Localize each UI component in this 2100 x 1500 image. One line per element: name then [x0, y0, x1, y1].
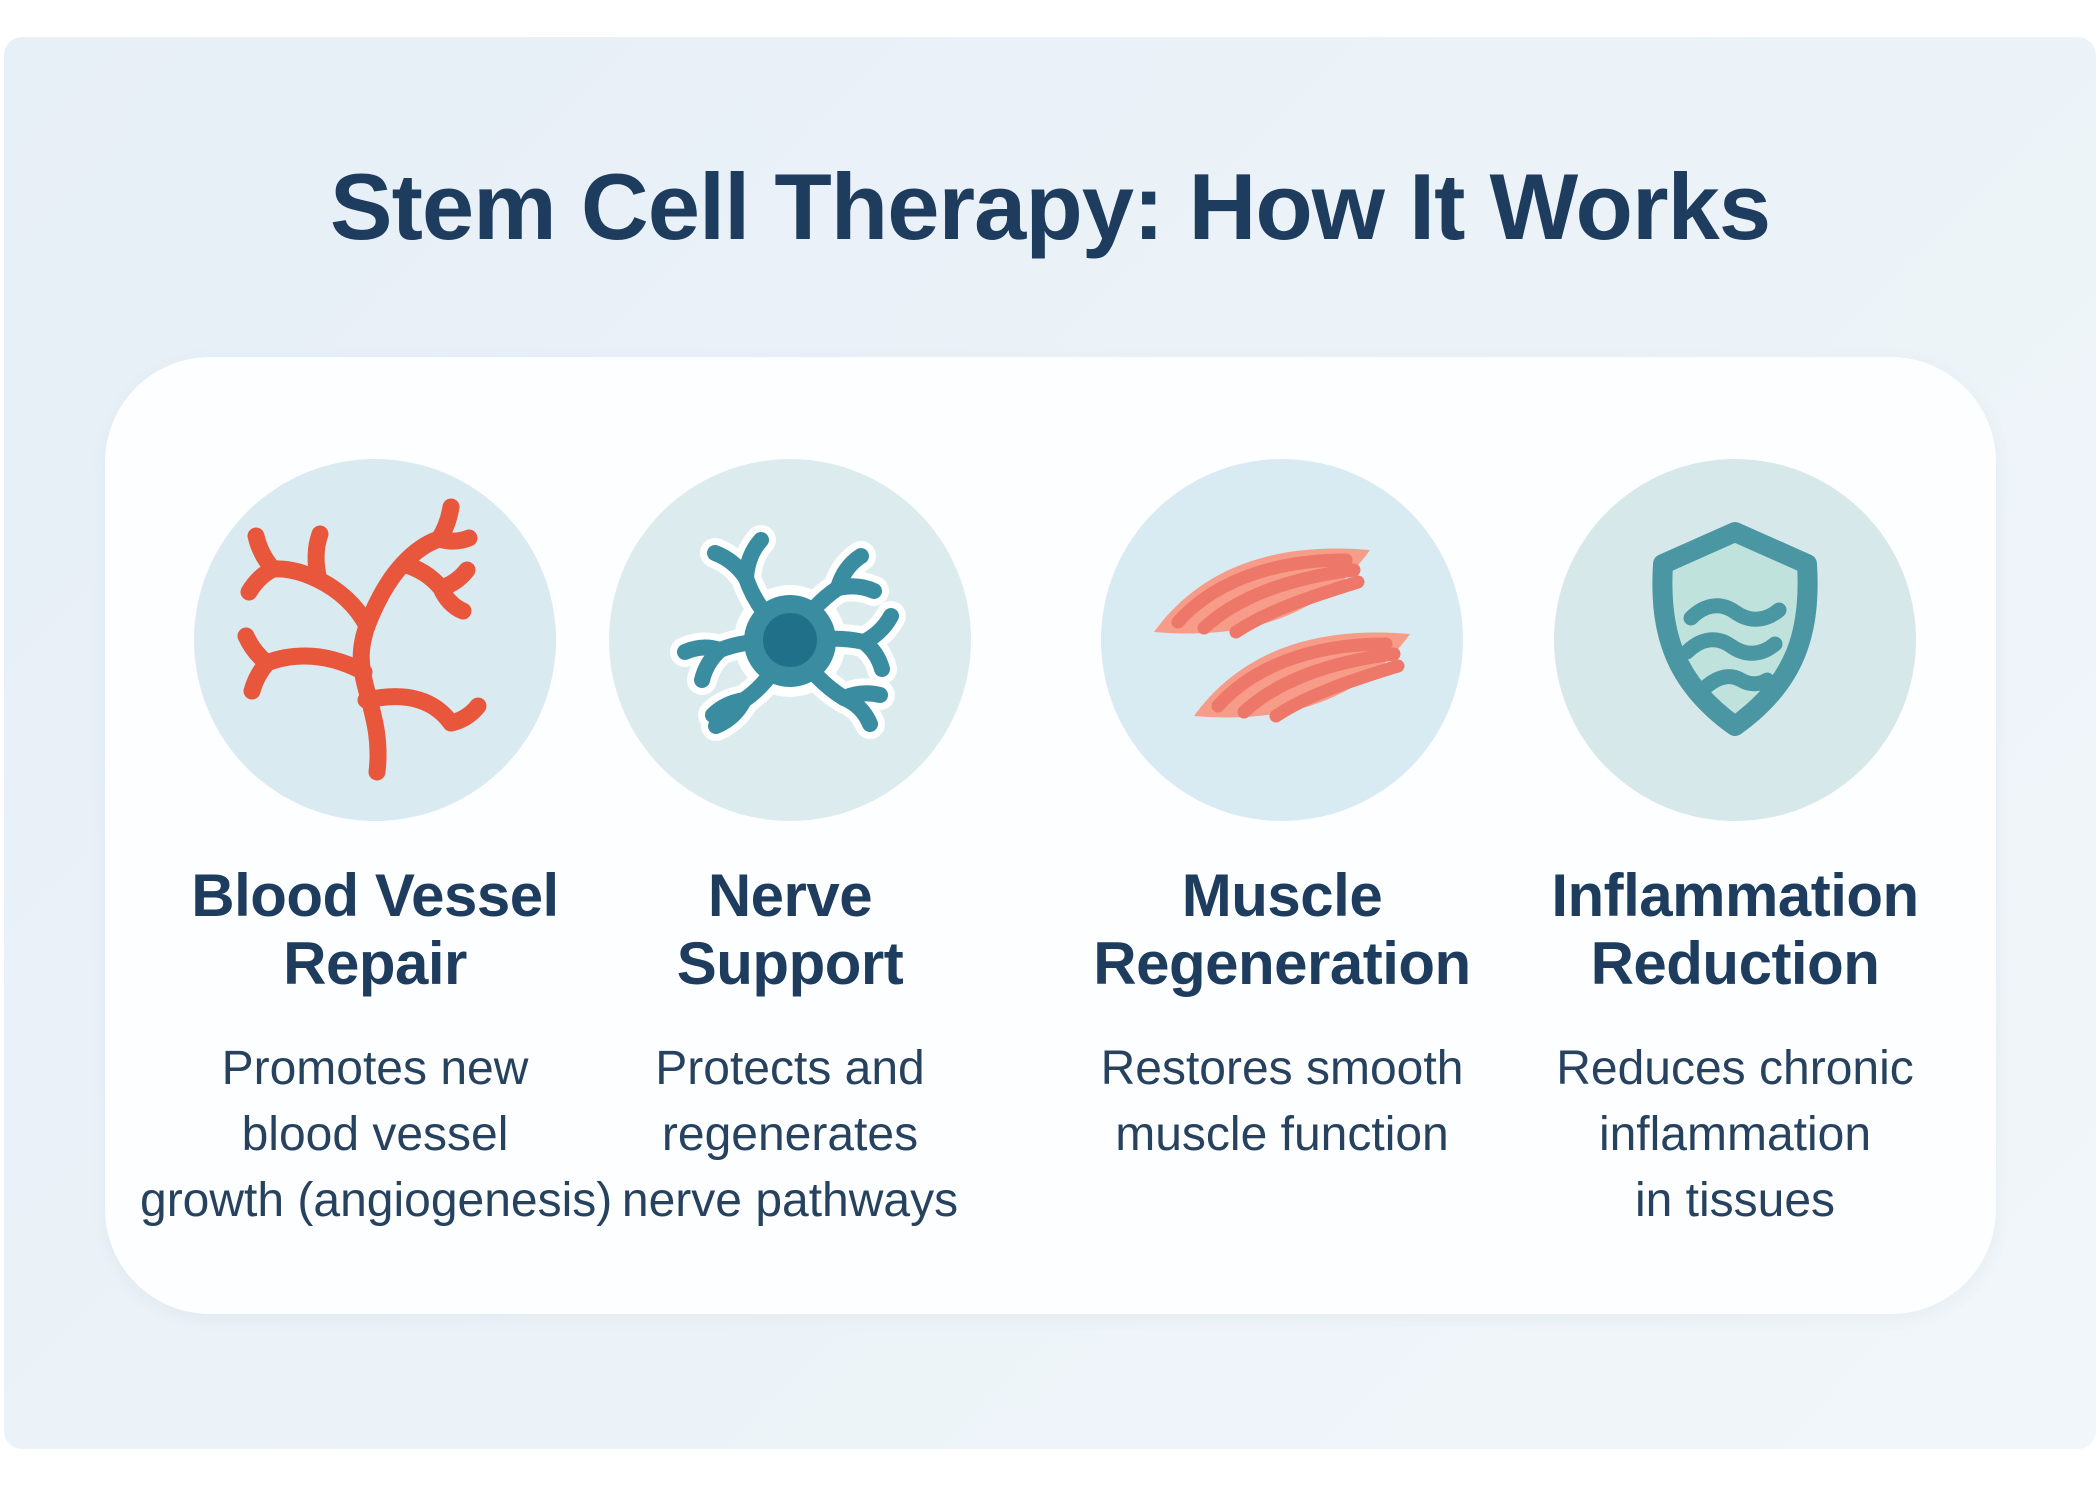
- description-line: blood vessel: [241, 1108, 509, 1161]
- description-line: Promotes new: [221, 1042, 529, 1095]
- column-inflammation-reduction: Inflammation Reduction Reduces chronic i…: [1500, 459, 1970, 1234]
- heading-line: Repair: [283, 930, 467, 997]
- description-line: regenerates: [661, 1108, 919, 1161]
- page-title: Stem Cell Therapy: How It Works: [329, 154, 1771, 259]
- heading-line: Muscle: [1181, 862, 1383, 929]
- column-description: Promotes new blood vessel growth (angiog…: [140, 1036, 613, 1234]
- column-heading: Muscle Regeneration: [1047, 862, 1517, 998]
- heading-line: Reduction: [1590, 930, 1880, 997]
- content-card: Blood Vessel Repair Promotes new blood v…: [105, 357, 1996, 1314]
- muscle-icon: [1154, 548, 1410, 723]
- description-line: inflammation: [1598, 1108, 1872, 1161]
- column-heading: Blood Vessel Repair: [140, 862, 610, 998]
- column-description: Protects and regenerates nerve pathways: [555, 1036, 1025, 1234]
- column-heading: Inflammation Reduction: [1500, 862, 1970, 998]
- heading-line: Blood Vessel: [191, 862, 559, 929]
- column-muscle-regeneration: Muscle Regeneration Restores smooth musc…: [1047, 459, 1517, 1168]
- description-line: Restores smooth: [1100, 1042, 1464, 1095]
- shield-icon: [1652, 522, 1818, 736]
- description-line: muscle function: [1115, 1108, 1449, 1161]
- neuron-icon-circle: [609, 459, 971, 821]
- column-nerve-support: Nerve Support Protects and regenerates n…: [555, 459, 1025, 1234]
- description-line: in tissues: [1634, 1174, 1836, 1227]
- shield-icon-circle: [1554, 459, 1916, 821]
- column-description: Reduces chronic inflammation in tissues: [1500, 1036, 1970, 1234]
- neuron-nucleus: [763, 613, 817, 667]
- column-blood-vessel-repair: Blood Vessel Repair Promotes new blood v…: [140, 459, 613, 1234]
- blood-vessel-icon: [237, 498, 487, 781]
- heading-line: Nerve: [707, 862, 873, 929]
- shield-body: [1652, 522, 1818, 736]
- heading-line: Inflammation: [1551, 862, 1919, 929]
- blood-vessel-icon-circle: [194, 459, 556, 821]
- column-description: Restores smooth muscle function: [1047, 1036, 1517, 1168]
- heading-line: Support: [676, 930, 904, 997]
- column-heading: Nerve Support: [555, 862, 1025, 998]
- description-line: Protects and: [655, 1042, 925, 1095]
- description-line: growth (angiogenesis): [140, 1174, 613, 1227]
- neuron-icon: [640, 490, 940, 790]
- description-line: nerve pathways: [621, 1174, 959, 1227]
- muscle-icon-circle: [1101, 459, 1463, 821]
- heading-line: Regeneration: [1093, 930, 1471, 997]
- description-line: Reduces chronic: [1556, 1042, 1914, 1095]
